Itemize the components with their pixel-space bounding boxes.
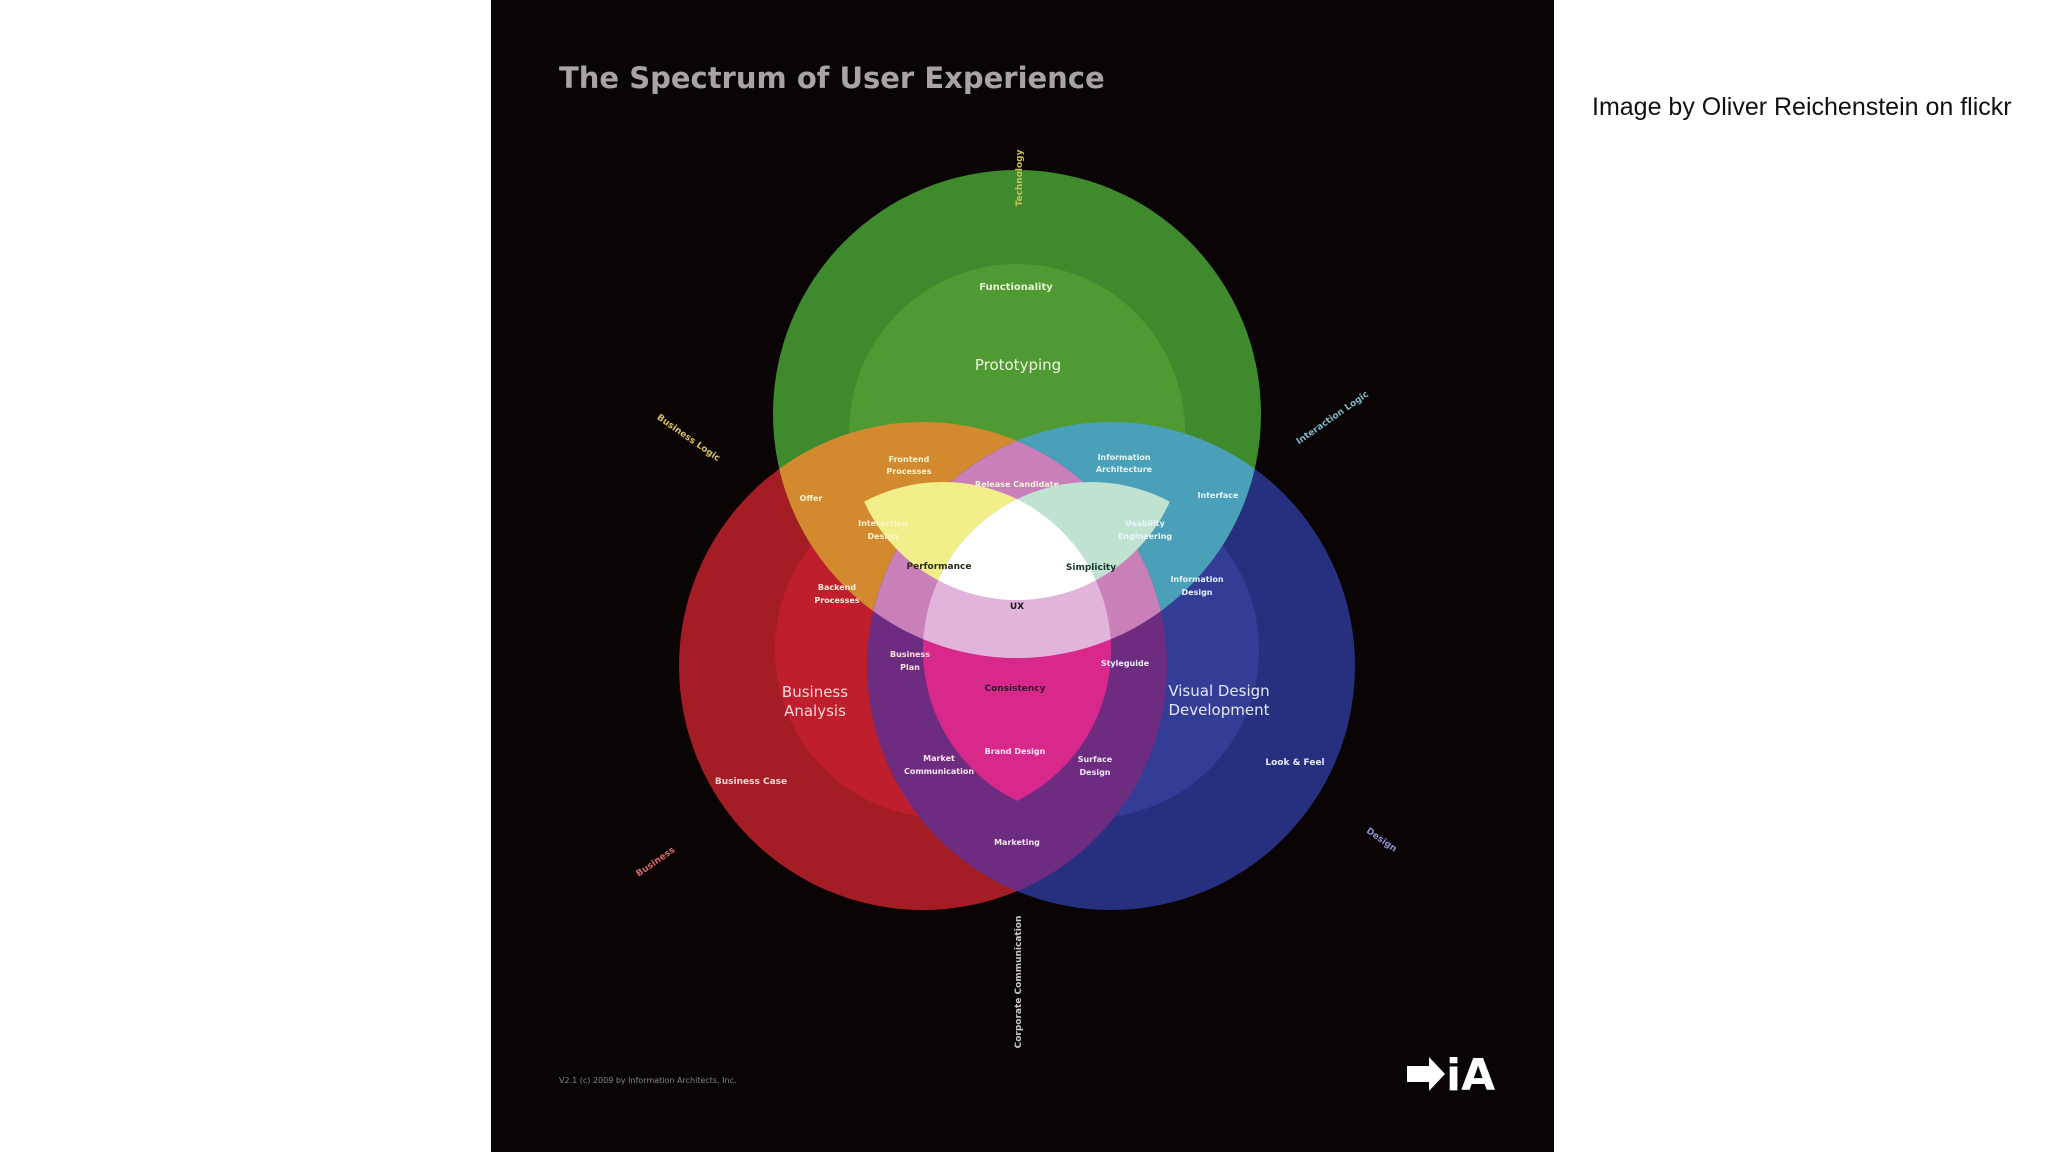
label-visual-design-1: Visual Design <box>1168 682 1269 700</box>
label-market-comm-1: Market <box>923 754 955 763</box>
label-backend-2: Processes <box>814 596 859 605</box>
arrow-right-icon <box>1407 1057 1445 1091</box>
label-business-plan-1: Business <box>890 650 930 659</box>
label-info-design-2: Design <box>1182 588 1213 597</box>
label-visual-design-2: Development <box>1169 701 1270 719</box>
label-ux: UX <box>1010 602 1024 612</box>
axis-technology: Technology <box>1015 149 1025 206</box>
label-performance: Performance <box>907 562 972 572</box>
image-credit-caption: Image by Oliver Reichenstein on flickr <box>1592 93 2012 121</box>
label-simplicity: Simplicity <box>1066 563 1116 573</box>
label-look-and-feel: Look & Feel <box>1265 758 1324 768</box>
label-offer: Offer <box>800 494 823 503</box>
label-info-design-1: Information <box>1170 575 1223 584</box>
ux-core <box>923 482 1111 600</box>
label-business-case: Business Case <box>715 777 787 787</box>
poster-footer: V2.1 (c) 2009 by Information Architects,… <box>559 1076 737 1085</box>
label-functionality: Functionality <box>979 282 1053 293</box>
label-interaction-2: Design <box>868 532 899 541</box>
ux-spectrum-diagram: The Spectrum of User Experience <box>559 61 1495 1101</box>
label-frontend-2: Processes <box>886 467 931 476</box>
axis-interaction-logic: Interaction Logic <box>1295 390 1371 447</box>
label-marketing: Marketing <box>994 838 1040 847</box>
ia-logo: iA <box>1407 1050 1495 1101</box>
label-usability-1: Usability <box>1125 519 1165 528</box>
label-prototyping: Prototyping <box>975 356 1061 374</box>
label-info-arch-1: Information <box>1097 453 1150 462</box>
label-info-arch-2: Architecture <box>1096 465 1153 474</box>
label-backend-1: Backend <box>818 583 856 592</box>
label-frontend-1: Frontend <box>889 455 930 464</box>
poster: The Spectrum of User Experience <box>491 0 1554 1152</box>
label-consistency: Consistency <box>984 684 1045 694</box>
axis-business: Business <box>635 845 678 879</box>
axis-design: Design <box>1364 826 1398 854</box>
label-market-comm-2: Communication <box>904 767 974 776</box>
label-usability-2: Engineering <box>1118 532 1173 541</box>
axis-business-logic: Business Logic <box>655 413 722 464</box>
label-interface: Interface <box>1198 491 1239 500</box>
label-styleguide: Styleguide <box>1101 659 1150 668</box>
logo-text: iA <box>1446 1050 1495 1101</box>
label-release-candidate: Release Candidate <box>975 480 1060 489</box>
label-business-plan-2: Plan <box>900 663 920 672</box>
label-surface-1: Surface <box>1078 755 1113 764</box>
label-business-analysis-1: Business <box>782 683 848 701</box>
label-interaction-1: Interaction <box>858 519 908 528</box>
label-brand-design: Brand Design <box>985 747 1046 756</box>
label-surface-2: Design <box>1080 768 1111 777</box>
poster-title: The Spectrum of User Experience <box>559 61 1105 95</box>
label-business-analysis-2: Analysis <box>784 702 846 720</box>
axis-corporate-communication: Corporate Communication <box>1014 916 1024 1049</box>
